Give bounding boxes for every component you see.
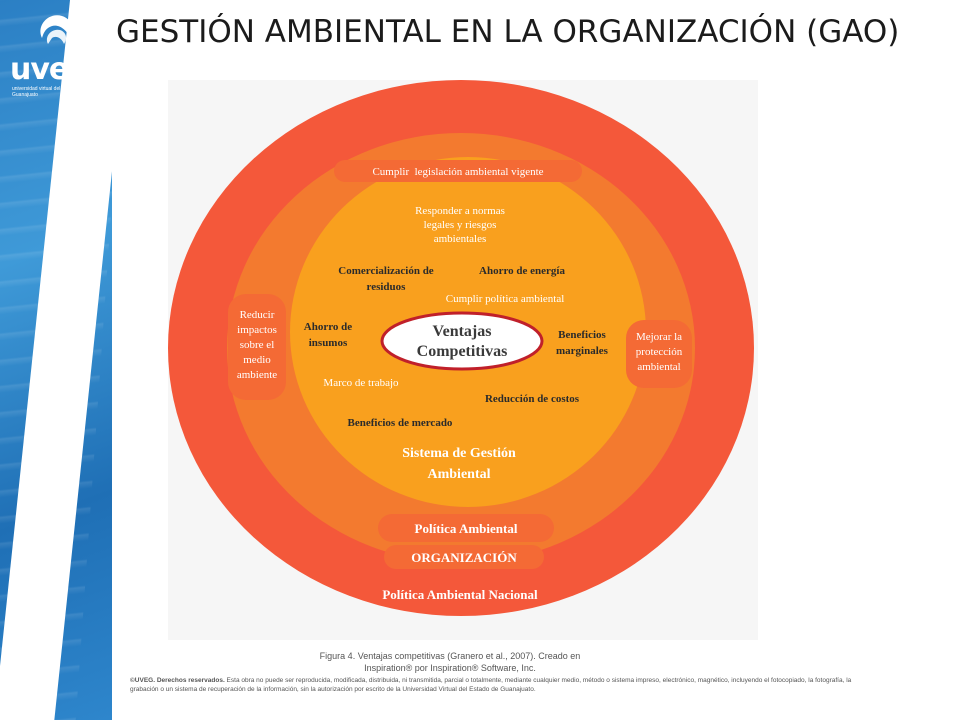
competitive-advantages-diagram: Ventajas Competitivas Responder a normas… [168,80,754,616]
label-normas-3: ambientales [434,233,487,245]
label-ahorro-energia: Ahorro de energía [479,265,565,277]
pill-mejorar-proteccion [626,320,692,388]
label-marco-trabajo: Marco de trabajo [323,377,399,389]
label-normas-1: Responder a normas [415,205,505,217]
logo-subtitle: universidad virtual del estado de Guanaj… [12,86,84,98]
caption-line-2: Inspiration® por Inspiration® Software, … [364,663,536,673]
label-reducir-5: ambiente [237,369,277,381]
pill-cumplir-legislacion [334,160,582,182]
copyright-text: Esta obra no puede ser reproducida, modi… [130,677,852,693]
side-decoration-stripe [0,0,112,720]
label-organizacion: ORGANIZACIÓN [411,550,517,565]
uveg-logo: uveg universidad virtual del estado de G… [10,8,102,100]
pill-politica-ambiental [378,514,554,542]
label-ahorro-insumos-2: insumos [309,337,348,349]
pill-organizacion [384,545,544,569]
center-label-line2: Competitivas [417,343,508,360]
label-sga-2: Ambiental [428,467,491,482]
center-ellipse [380,311,544,371]
label-ahorro-insumos-1: Ahorro de [304,321,352,333]
center-label-line1: Ventajas [433,323,492,340]
slide-title: GESTIÓN AMBIENTAL EN LA ORGANIZACIÓN (GA… [116,14,900,50]
caption-line-1: Figura 4. Ventajas competitivas (Granero… [319,651,581,661]
label-beneficios-marginales-1: Beneficios [558,329,606,341]
label-normas-2: legales y riesgos [424,219,497,231]
label-beneficios-mercado: Beneficios de mercado [348,417,453,429]
label-cumplir-legislacion: Cumplir legislación ambiental vigente [372,166,543,178]
label-politica-nacional: Política Ambiental Nacional [382,587,538,602]
label-beneficios-marginales-2: marginales [556,345,609,357]
logo-swirl-icon [40,15,73,44]
label-reduccion-costos: Reducción de costos [485,393,580,405]
pill-reducir-impactos [228,294,286,400]
logo-wordmark: uveg [10,52,90,87]
label-reducir-1: Reducir [240,309,275,321]
label-sga-1: Sistema de Gestión [402,446,516,461]
label-politica-ambiental: Política Ambiental [415,521,518,536]
copyright-notice: ©UVEG. Derechos reservados. Esta obra no… [130,676,860,694]
label-mejorar-1: Mejorar la [636,331,682,343]
label-reducir-2: impactos [237,324,277,336]
label-mejorar-2: protección [636,346,683,358]
figure-caption: Figura 4. Ventajas competitivas (Granero… [240,650,660,674]
label-mejorar-3: ambiental [637,361,680,373]
label-comercializacion-2: residuos [367,281,407,293]
label-comercializacion-1: Comercialización de [338,265,434,277]
label-cumplir-politica: Cumplir política ambiental [446,293,565,305]
copyright-lead: ©UVEG. Derechos reservados. [130,677,225,684]
label-reducir-4: medio [243,354,271,366]
label-reducir-3: sobre el [240,339,275,351]
